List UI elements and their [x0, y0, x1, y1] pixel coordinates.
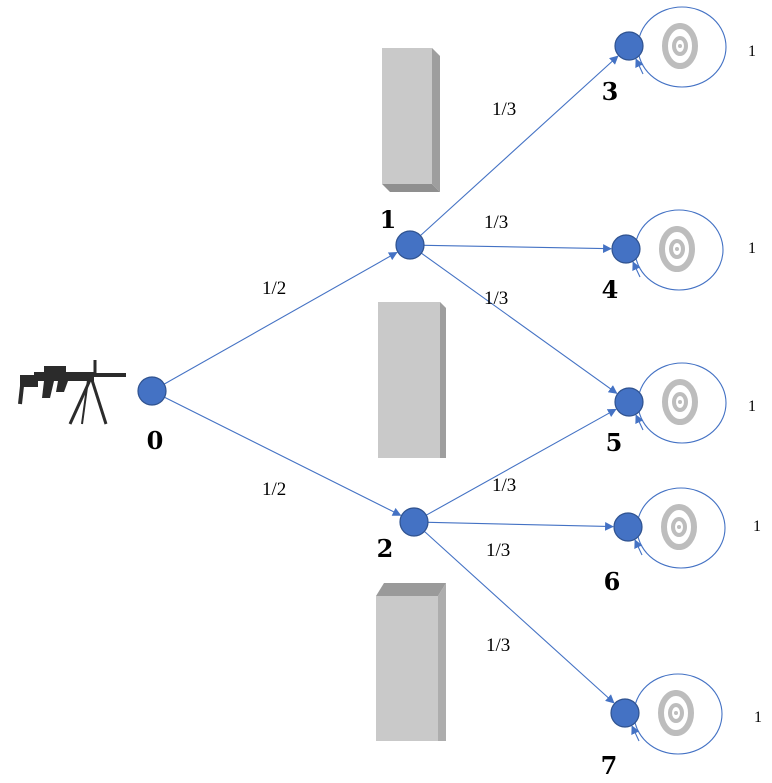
edge-0-2 [164, 396, 402, 516]
edge-label-0-1: 1/2 [262, 278, 286, 299]
edge-1-4 [423, 244, 612, 253]
node-label-0: 0 [147, 426, 164, 455]
targets-layer [658, 23, 698, 736]
self-loop-label-6: 1 [753, 518, 761, 535]
node-label-5: 5 [606, 428, 623, 457]
node-5 [614, 387, 644, 417]
obstacle-bottom [376, 583, 446, 741]
obstacle-top [382, 48, 440, 192]
node-7 [610, 698, 640, 728]
self-loop-label-3: 1 [748, 43, 756, 60]
node-label-1: 1 [380, 205, 397, 234]
edge-1-5 [421, 252, 618, 394]
node-0 [137, 376, 167, 406]
edge-label-2-7: 1/3 [486, 635, 510, 656]
edge-label-2-6: 1/3 [486, 540, 510, 561]
self-loop-label-7: 1 [754, 709, 762, 726]
node-label-7: 7 [601, 751, 618, 780]
edge-2-5 [425, 408, 617, 516]
node-4 [611, 234, 641, 264]
edge-2-6 [427, 521, 614, 531]
self-loop-arrow-6 [634, 539, 643, 556]
nodes-layer [137, 31, 644, 728]
self-loop-arrow-7 [631, 725, 640, 742]
obstacle-middle [378, 302, 446, 458]
edges-layer [163, 55, 619, 704]
node-6 [613, 512, 643, 542]
bullseye-target-icon [659, 226, 695, 272]
self-loop-label-5: 1 [748, 398, 756, 415]
edge-label-1-4: 1/3 [484, 212, 508, 233]
edge-label-1-3: 1/3 [492, 99, 516, 120]
node-label-3: 3 [602, 77, 619, 106]
bullseye-target-icon [662, 379, 698, 425]
edge-label-1-5: 1/3 [484, 288, 508, 309]
edge-label-0-2: 1/2 [262, 479, 286, 500]
node-label-6: 6 [604, 567, 621, 596]
edge-2-7 [424, 530, 615, 704]
self-loop-arrow-5 [635, 414, 644, 431]
edge-0-1 [163, 251, 398, 385]
self-loop-arrow-3 [635, 58, 644, 75]
rifle-with-bipod-icon [18, 360, 126, 425]
node-3 [614, 31, 644, 61]
edge-label-2-5: 1/3 [492, 475, 516, 496]
node-2 [399, 507, 429, 537]
node-label-2: 2 [377, 534, 394, 563]
bullseye-target-icon [658, 690, 694, 736]
node-1 [395, 230, 425, 260]
edge-1-3 [420, 55, 619, 237]
node-label-4: 4 [602, 275, 619, 304]
bullseye-target-icon [662, 23, 698, 69]
labels-layer: 1/2 1/2 1/3 1/3 1/3 1/3 1/3 1/3 1 1 1 1 1 0 1 2 3 4 5 6 7 [147, 43, 762, 780]
self-loop-label-4: 1 [748, 240, 756, 257]
self-loop-arrow-4 [632, 261, 641, 278]
bullseye-target-icon [661, 504, 697, 550]
